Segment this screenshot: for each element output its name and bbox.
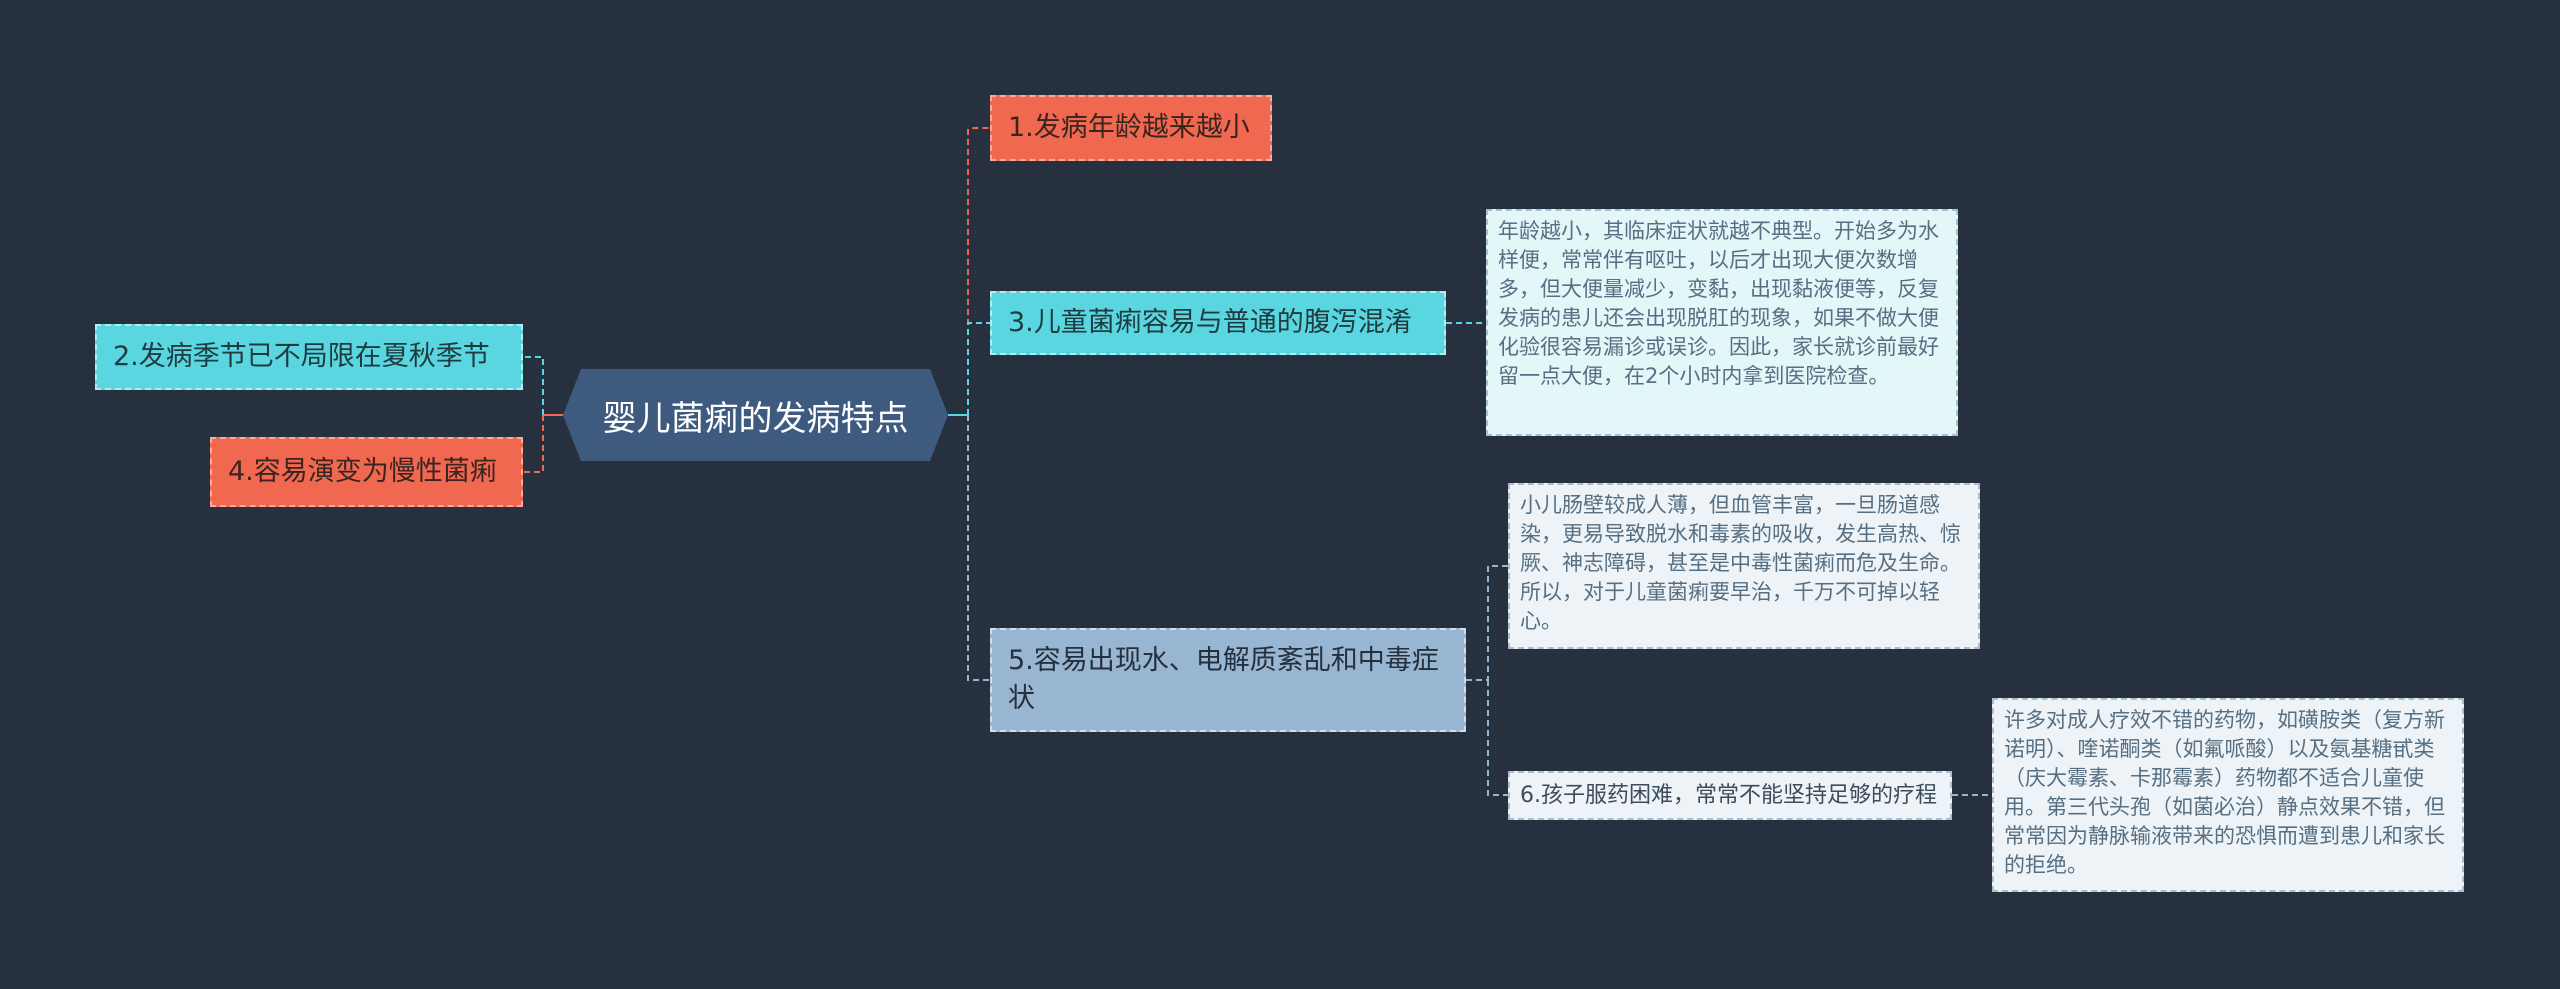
branch-4-label: 4.容易演变为慢性菌痢 [228, 456, 497, 487]
central-topic-shape [563, 369, 948, 461]
connector-branch-4 [523, 415, 544, 473]
branch-1[interactable]: 1.发病年龄越来越小 [990, 95, 1272, 161]
note-branch-3: 年龄越小，其临床症状就越不典型。开始多为水样便，常常伴有呕吐，以后才出现大便次数… [1486, 209, 1958, 436]
central-topic[interactable]: 婴儿菌痢的发病特点 [563, 369, 948, 461]
note-branch-5-text: 小儿肠壁较成人薄，但血管丰富，一旦肠道感染，更易导致脱水和毒素的吸收，发生高热、… [1520, 493, 1961, 633]
note-branch-5: 小儿肠壁较成人薄，但血管丰富，一旦肠道感染，更易导致脱水和毒素的吸收，发生高热、… [1508, 483, 1980, 649]
note-branch-6-text: 许多对成人疗效不错的药物，如磺胺类（复方新诺明）、喹诺酮类（如氟哌酸）以及氨基糖… [2004, 708, 2445, 877]
connector-branch-1 [967, 127, 990, 415]
branch-1-label: 1.发病年龄越来越小 [1008, 112, 1250, 143]
connector-branch-6 [1487, 680, 1508, 796]
branch-5[interactable]: 5.容易出现水、电解质紊乱和中毒症状 [990, 628, 1466, 732]
connector-branch-2 [523, 356, 544, 415]
branch-2-label: 2.发病季节已不局限在夏秋季节 [113, 341, 490, 372]
branch-3-label: 3.儿童菌痢容易与普通的腹泻混淆 [1008, 307, 1412, 338]
branch-5-label: 5.容易出现水、电解质紊乱和中毒症状 [1008, 645, 1439, 714]
note-branch-6: 许多对成人疗效不错的药物，如磺胺类（复方新诺明）、喹诺酮类（如氟哌酸）以及氨基糖… [1992, 698, 2464, 892]
branch-6-label: 6.孩子服药困难，常常不能坚持足够的疗程 [1520, 783, 1937, 808]
branch-3[interactable]: 3.儿童菌痢容易与普通的腹泻混淆 [990, 291, 1446, 355]
central-topic-label: 婴儿菌痢的发病特点 [602, 398, 909, 439]
branch-6[interactable]: 6.孩子服药困难，常常不能坚持足够的疗程 [1508, 771, 1952, 820]
connector-branch-5 [967, 415, 990, 681]
note-branch-3-text: 年龄越小，其临床症状就越不典型。开始多为水样便，常常伴有呕吐，以后才出现大便次数… [1498, 219, 1939, 388]
connector-branch-3 [967, 322, 990, 415]
branch-2[interactable]: 2.发病季节已不局限在夏秋季节 [95, 324, 523, 390]
connector-note-5 [1466, 565, 1508, 681]
branch-4[interactable]: 4.容易演变为慢性菌痢 [210, 437, 523, 507]
